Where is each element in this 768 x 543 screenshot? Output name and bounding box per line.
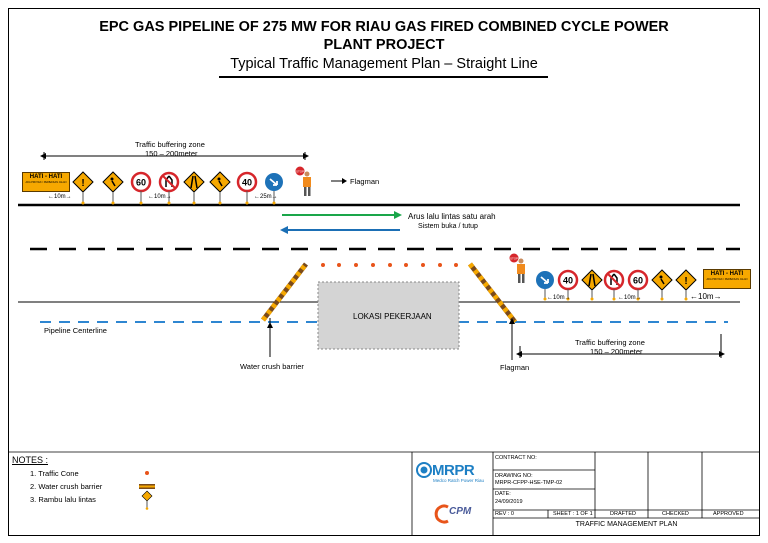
notes-item-cone: 1. Traffic Cone — [30, 469, 79, 478]
distance-10m-bottom: ←10m→ — [547, 295, 571, 301]
mrpr-logo-subtext: Medco Ratch Power Riau — [433, 478, 485, 483]
approved-label: APPROVED — [713, 511, 744, 517]
warning-sign-exclamation-bottom: ! — [675, 269, 697, 301]
distance-10m-top-2: ←10m→ — [148, 194, 172, 200]
checked-label: CHECKED — [662, 511, 689, 517]
water-barrier-left — [261, 262, 308, 322]
pipeline-centerline-label: Pipeline Centerline — [44, 326, 107, 335]
narrow-road-sign-top — [183, 171, 205, 205]
flagman-figure-bottom: STOP — [509, 253, 525, 283]
speed-limit-40-sign-top: 40 — [236, 171, 258, 205]
distance-10m-bottom-3: ←10m→ — [690, 292, 722, 301]
distance-10m-top: ←10m→ — [48, 194, 72, 200]
cpm-logo-text: CPM — [449, 506, 472, 517]
narrow-road-sign-bottom — [581, 269, 603, 301]
legend-sign-icon — [141, 490, 153, 510]
notes-item-signs: 3. Rambu lalu lintas — [30, 495, 96, 504]
rev-value: REV : 0 — [495, 511, 514, 517]
water-barrier-right — [468, 262, 517, 324]
legend-cone-icon — [145, 471, 149, 475]
keep-right-sign-bottom — [536, 271, 554, 301]
mrpr-logo-icon — [416, 462, 432, 478]
svg-text:60: 60 — [136, 178, 146, 188]
workers-sign — [102, 171, 124, 205]
contract-no-label: CONTRACT NO: — [495, 455, 537, 461]
title-line-1: EPC GAS PIPELINE OF 275 MW FOR RIAU GAS … — [99, 19, 669, 35]
water-barrier-label: Water crush barrier — [240, 362, 304, 371]
subtitle: Typical Traffic Management Plan – Straig… — [230, 56, 538, 72]
buffer-zone-bottom-bracket — [516, 334, 725, 358]
flow-label-1: Arus lalu lintas satu arah — [408, 212, 496, 221]
date-label: DATE: — [495, 491, 511, 497]
distance-25m-top: ←25m→ — [254, 194, 278, 200]
drawing-frame — [8, 8, 760, 536]
flow-label-2: Sistem buka / tutup — [418, 223, 478, 230]
keep-right-sign-top — [265, 173, 283, 205]
title-underline — [219, 76, 548, 78]
distance-10m-bottom-2: ←10m→ — [618, 295, 642, 301]
title-line-2: PLANT PROJECT — [323, 37, 445, 53]
drafted-label: DRAFTED — [610, 511, 636, 517]
legend-barrier-icon — [139, 484, 155, 489]
sheet-value: SHEET : 1 OF 1 — [553, 511, 593, 517]
buffer-zone-top-label: Traffic buffering zone — [135, 140, 205, 149]
drawing-title: TRAFFIC MANAGEMENT PLAN — [575, 521, 678, 528]
drawing-no-label: DRAWING NO: — [495, 473, 533, 479]
no-overtaking-sign-top — [158, 171, 180, 205]
flow-arrow-green — [282, 211, 402, 219]
cpm-logo-icon — [434, 504, 449, 524]
speed-limit-40-sign-bottom: 40 — [557, 269, 579, 301]
speed-limit-60-sign-bottom: 60 — [627, 269, 649, 301]
buffer-zone-bottom-range: 150 – 200meter — [590, 347, 643, 356]
flagman-figure-top: STOP — [295, 166, 311, 196]
svg-text:STOP: STOP — [510, 257, 518, 261]
workers-sign-2 — [209, 171, 231, 205]
buffer-zone-bottom-label: Traffic buffering zone — [575, 338, 645, 347]
svg-text:60: 60 — [633, 276, 643, 286]
work-area — [317, 281, 460, 350]
traffic-cones-row — [321, 263, 458, 267]
flagman-bottom-label: Flagman — [500, 363, 530, 372]
svg-text:40: 40 — [563, 276, 573, 286]
title-block-grid — [8, 451, 760, 536]
speed-limit-60-sign-top: 60 — [130, 171, 152, 205]
flagman-top-label: Flagman — [350, 177, 380, 186]
caution-board-top: HATI - HATI ADA PROYEK / PERBAIKAN JALAN — [22, 172, 70, 192]
warning-sign-exclamation: ! — [72, 171, 94, 205]
buffer-zone-top-bracket — [40, 152, 309, 160]
flow-arrow-blue — [280, 226, 400, 234]
notes-item-barrier: 2. Water crush barrier — [30, 482, 103, 491]
drawing-no-value: MRPR-CFPP-HSE-TMP-02 — [495, 480, 563, 486]
svg-text:!: ! — [81, 178, 84, 189]
no-overtaking-sign-bottom — [603, 269, 625, 301]
svg-text:!: ! — [684, 276, 687, 287]
work-area-label: LOKASI PEKERJAAN — [353, 312, 432, 321]
workers-sign-bottom — [651, 269, 673, 301]
buffer-zone-top-range: 150 – 200meter — [145, 149, 198, 158]
mrpr-logo-text: MRPR — [432, 462, 475, 479]
svg-text:STOP: STOP — [296, 170, 304, 174]
notes-title: NOTES : — [12, 455, 49, 465]
date-value: 24/09/2019 — [495, 499, 523, 505]
caution-board-bottom: HATI - HATI ADA PROYEK / PERBAIKAN JALAN — [703, 269, 751, 289]
svg-text:40: 40 — [242, 178, 252, 188]
